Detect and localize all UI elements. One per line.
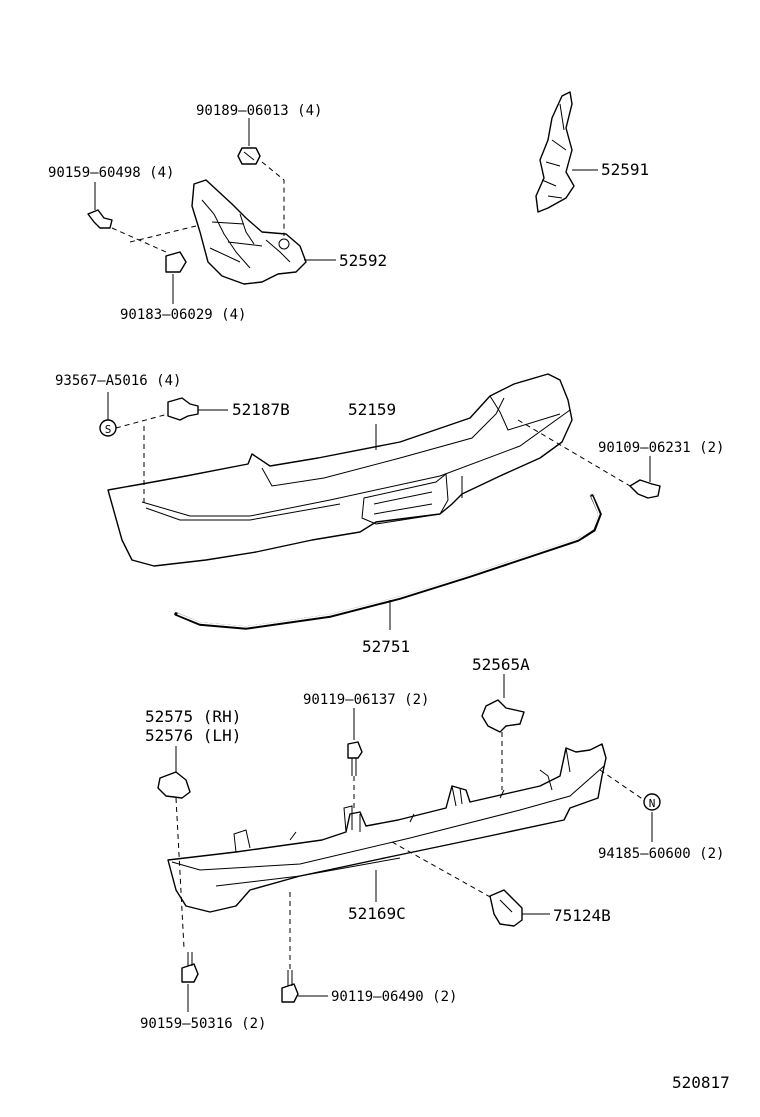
label-52159: 52159 (348, 400, 396, 419)
part-nut-52575 (157, 771, 191, 799)
label-90119-06490: 90119–06490 (2) (331, 989, 457, 1005)
part-clip-75124b (489, 889, 523, 927)
part-52159-bumper-cover (107, 373, 573, 567)
dash-94185 (599, 769, 645, 801)
label-75124b: 75124B (553, 906, 611, 925)
s-mark: S (105, 423, 112, 436)
part-bolt-90119-06490 (281, 970, 299, 1003)
dash-90159-60498 (111, 225, 197, 253)
part-clip-52187b (167, 397, 199, 421)
part-nut-90183 (165, 251, 187, 273)
part-clip-90189 (237, 147, 261, 165)
diagram-id: 520817 (672, 1073, 730, 1092)
part-nut-94185: N (643, 793, 661, 811)
dash-93567 (115, 413, 169, 504)
label-52751: 52751 (362, 637, 410, 656)
part-52751-moulding (174, 494, 602, 630)
label-90119-06137: 90119–06137 (2) (303, 692, 429, 708)
label-90109-06231: 90109–06231 (2) (598, 440, 724, 456)
part-screw-90159-60498 (87, 209, 113, 229)
part-52169c-lower-absorber (167, 743, 607, 913)
part-retainer-52565a (481, 699, 525, 733)
label-94185-60600: 94185–60600 (2) (598, 846, 724, 862)
label-52575-rh: 52575 (RH) (145, 707, 241, 726)
label-90189-06013: 90189–06013 (4) (196, 103, 322, 119)
label-93567-a5016: 93567–A5016 (4) (55, 373, 181, 389)
part-52592-mudguard (191, 179, 307, 285)
part-screw-90109 (629, 479, 661, 499)
label-52591: 52591 (601, 160, 649, 179)
dash-90109 (517, 419, 631, 487)
label-52565a: 52565A (472, 655, 530, 674)
part-bolt-90119-06137 (347, 741, 363, 776)
label-90183-06029: 90183–06029 (4) (120, 307, 246, 323)
label-52592: 52592 (339, 251, 387, 270)
dash-52575 (175, 797, 185, 949)
label-52169c: 52169C (348, 904, 406, 923)
part-52591-retainer (535, 91, 575, 213)
part-screw-90159-50316 (181, 952, 199, 983)
label-90159-60498: 90159–60498 (4) (48, 165, 174, 181)
dash-75124b (391, 841, 493, 899)
dash-90189 (261, 161, 285, 236)
label-52187b: 52187B (232, 400, 290, 419)
label-52576-lh: 52576 (LH) (145, 726, 241, 745)
n-mark: N (649, 797, 656, 810)
part-screw-93567: S (99, 419, 117, 437)
label-90159-50316: 90159–50316 (2) (140, 1016, 266, 1032)
